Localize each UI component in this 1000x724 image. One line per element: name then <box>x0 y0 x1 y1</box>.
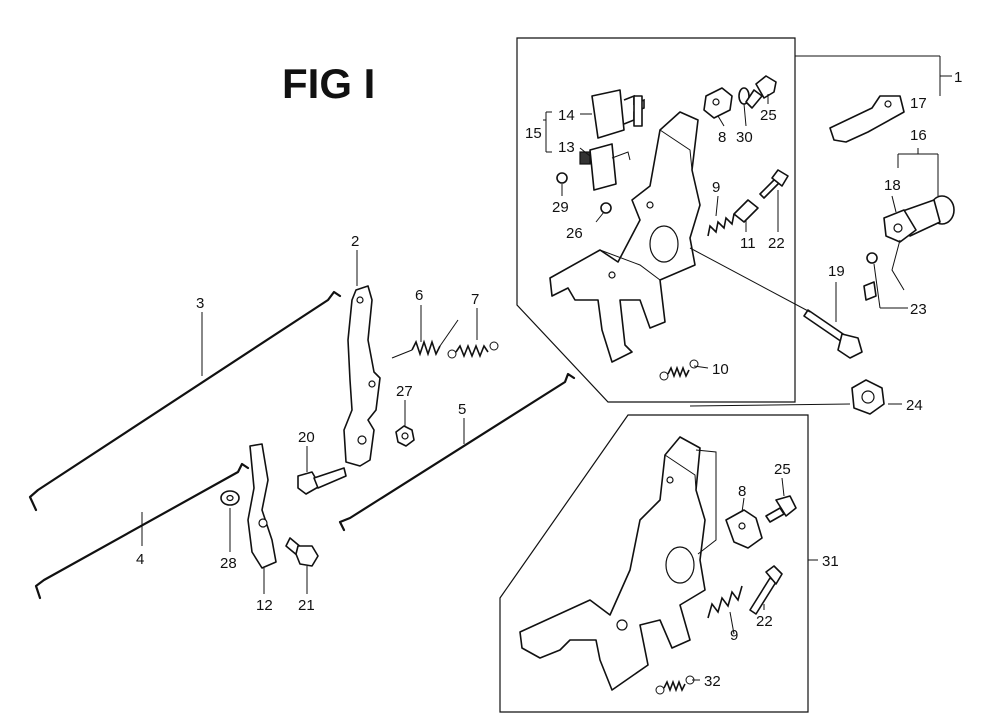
callout-numbers: 1 2 3 4 5 6 7 8 8 9 9 10 11 12 13 14 15 … <box>136 69 962 690</box>
spring-10 <box>659 359 699 381</box>
nut-24 <box>689 379 885 415</box>
callout-11: 11 <box>740 235 756 252</box>
callout-9-lower: 9 <box>730 627 738 644</box>
callout-2: 2 <box>351 233 359 250</box>
spring-9-upper <box>707 213 735 237</box>
callout-30: 30 <box>736 129 753 146</box>
figure-title: FIG I <box>282 60 375 107</box>
callout-13: 13 <box>558 139 575 156</box>
collar-11 <box>733 199 759 223</box>
control-rod-3 <box>28 290 342 512</box>
control-base-bracket-upper <box>549 111 701 363</box>
callout-18: 18 <box>884 177 901 194</box>
bolt-20 <box>297 467 347 495</box>
nut-27 <box>395 425 415 447</box>
callout-5: 5 <box>458 401 466 418</box>
callout-23: 23 <box>910 301 927 318</box>
callout-27: 27 <box>396 383 413 400</box>
governor-arm-2 <box>343 285 381 467</box>
leader-lines <box>141 94 919 681</box>
callout-17: 17 <box>910 95 927 112</box>
bolt-25-lower <box>765 495 797 523</box>
callout-14: 14 <box>558 107 575 124</box>
callout-26: 26 <box>566 225 583 242</box>
callout-20: 20 <box>298 429 315 446</box>
upper-assembly-frame <box>516 37 952 403</box>
callout-25-upper: 25 <box>760 107 777 124</box>
plate-8-lower <box>695 449 763 555</box>
spring-32 <box>655 675 695 695</box>
callout-32: 32 <box>704 673 721 690</box>
callout-12: 12 <box>256 597 273 614</box>
callout-4: 4 <box>136 551 144 568</box>
spring-9-lower <box>707 585 743 619</box>
callout-21: 21 <box>298 597 315 614</box>
callout-24: 24 <box>906 397 923 414</box>
bolt-25-upper <box>745 75 777 109</box>
callout-16: 16 <box>910 127 927 144</box>
callout-25-lower: 25 <box>774 461 791 478</box>
screw-23 <box>863 239 905 301</box>
bolt-22-upper <box>759 169 789 199</box>
bolt-19 <box>689 247 863 359</box>
bracket-17 <box>829 95 905 143</box>
lever-12 <box>247 443 277 569</box>
stop-switch-14 <box>591 89 645 139</box>
control-rod-5 <box>338 372 576 532</box>
callout-9-upper: 9 <box>712 179 720 196</box>
washer-28 <box>220 490 240 506</box>
plate-8-upper <box>703 87 733 119</box>
spring-7 <box>447 341 499 359</box>
callout-15: 15 <box>525 125 542 142</box>
callout-10: 10 <box>712 361 729 378</box>
callout-19: 19 <box>828 263 845 280</box>
callout-28: 28 <box>220 555 237 572</box>
callout-22-upper: 22 <box>768 235 785 252</box>
callout-7: 7 <box>471 291 479 308</box>
screw-26 <box>600 202 612 214</box>
switch-13 <box>579 143 631 191</box>
control-base-bracket-lower <box>519 436 706 691</box>
governor-spring-6 <box>391 319 459 359</box>
bolt-21 <box>285 537 319 567</box>
callout-8-lower: 8 <box>738 483 746 500</box>
bolt-22-lower <box>749 565 783 615</box>
control-lever-16 <box>883 153 955 243</box>
lower-assembly-frame <box>499 414 818 713</box>
callout-6: 6 <box>415 287 423 304</box>
callout-31: 31 <box>822 553 839 570</box>
callout-29: 29 <box>552 199 569 216</box>
callout-8-upper: 8 <box>718 129 726 146</box>
callout-3: 3 <box>196 295 204 312</box>
screw-29 <box>556 172 568 184</box>
callout-22-lower: 22 <box>756 613 773 630</box>
callout-1: 1 <box>954 69 962 86</box>
control-rod-4 <box>34 462 250 600</box>
